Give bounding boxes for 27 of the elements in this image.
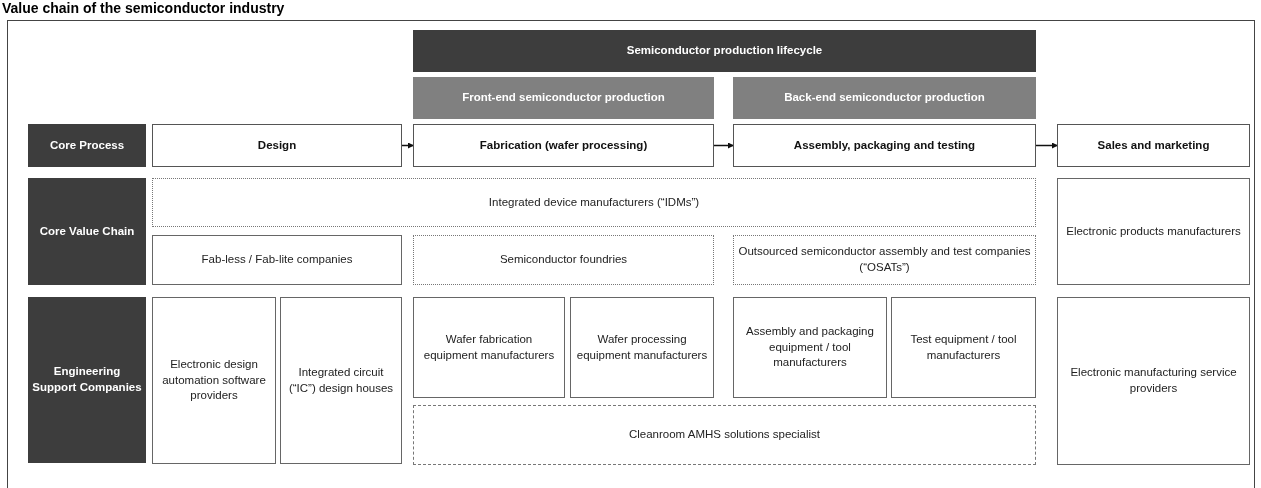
lifecycle-banner: Semiconductor production lifecycle xyxy=(413,30,1036,72)
process-box: Assembly, packaging and testing xyxy=(733,124,1036,167)
category-box: Integrated circuit (“IC”) design houses xyxy=(280,297,402,464)
arrow xyxy=(1035,142,1058,149)
category-box: Electronic design automation software providers xyxy=(152,297,276,464)
category-box: Wafer processing equipment manufacturers xyxy=(570,297,714,398)
arrow xyxy=(713,142,734,149)
category-box: Cleanroom AMHS solutions specialist xyxy=(413,405,1036,465)
category-box: Electronic products manufacturers xyxy=(1057,178,1250,285)
row-header: Core Process xyxy=(28,124,146,167)
stage-banner: Back-end semiconductor production xyxy=(733,77,1036,119)
category-box: Fab-less / Fab-lite companies xyxy=(152,235,402,285)
process-box: Fabrication (wafer processing) xyxy=(413,124,714,167)
process-box: Sales and marketing xyxy=(1057,124,1250,167)
category-box: Integrated device manufacturers (“IDMs”) xyxy=(152,178,1036,227)
process-box: Design xyxy=(152,124,402,167)
category-box: Electronic manufacturing service providers xyxy=(1057,297,1250,465)
category-box: Outsourced semiconductor assembly and test companies (“OSATs”) xyxy=(733,235,1036,285)
stage-banner: Front-end semiconductor production xyxy=(413,77,714,119)
row-header: Engineering Support Companies xyxy=(28,297,146,463)
diagram-title: Value chain of the semiconductor industry xyxy=(2,0,285,16)
category-box: Semiconductor foundries xyxy=(413,235,714,285)
category-box: Assembly and packaging equipment / tool manufacturers xyxy=(733,297,887,398)
arrow xyxy=(401,142,414,149)
category-box: Wafer fabrication equipment manufacturers xyxy=(413,297,565,398)
row-header: Core Value Chain xyxy=(28,178,146,285)
category-box: Test equipment / tool manufacturers xyxy=(891,297,1036,398)
